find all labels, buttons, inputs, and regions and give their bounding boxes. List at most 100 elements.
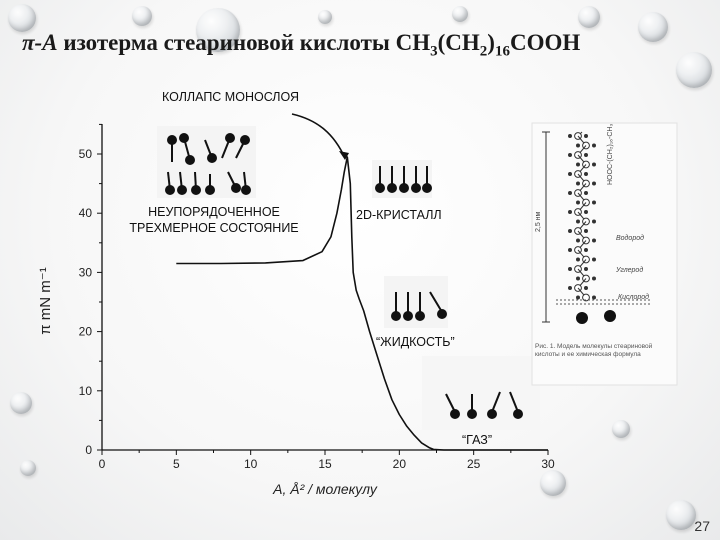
- hydrogen-atom: [584, 191, 588, 195]
- annotation-disordered: НЕУПОРЯДОЧЕННОЕ ТРЕХМЕРНОЕ СОСТОЯНИЕ: [114, 204, 314, 237]
- x-tick-label: 0: [99, 457, 106, 471]
- ref-label-carbon: Углерод: [615, 266, 643, 274]
- liquid-molecules-illustration: [384, 276, 448, 328]
- water-drop-decoration: [20, 460, 36, 476]
- water-drop-decoration: [452, 6, 468, 22]
- hydrogen-atom: [576, 200, 580, 205]
- annotation-collapse: КОЛЛАПС МОНОСЛОЯ: [162, 90, 299, 104]
- x-tick-label: 15: [318, 457, 332, 471]
- chart-decorations: [291, 113, 349, 160]
- water-drop-decoration: [676, 52, 712, 88]
- hydrogen-atom: [568, 267, 572, 271]
- y-tick-label: 50: [79, 147, 93, 161]
- hydrogen-atom: [568, 210, 572, 214]
- isotherm-series-line: [176, 156, 548, 451]
- annotation-liquid: “ЖИДКОСТЬ”: [376, 335, 455, 349]
- title-sub-2: 2: [479, 43, 488, 60]
- title-mid-1: (CH: [437, 30, 480, 55]
- hydrogen-atom: [584, 286, 588, 290]
- water-drop-decoration: [10, 392, 32, 414]
- title-suffix: COOH: [509, 30, 581, 55]
- x-tick-label: 20: [393, 457, 407, 471]
- hydrogen-atom: [568, 134, 572, 138]
- hydrogen-atom: [568, 229, 572, 233]
- hydrogen-atom: [584, 172, 588, 176]
- title-sub-3: 16: [494, 43, 510, 60]
- chart-axes: 0 5 10 15 20 25 30 0 10 20 30 40 50 A, Å² / молекулу π…: [37, 123, 555, 497]
- x-tick-label: 25: [467, 457, 481, 471]
- hydrogen-atom: [576, 295, 580, 300]
- water-drop-decoration: [196, 8, 240, 52]
- hydrogen-atom: [584, 229, 588, 233]
- hydrogen-atom: [592, 295, 596, 300]
- title-prefix: π-A: [22, 30, 58, 55]
- ref-figure-caption: Рис. 1. Модель молекулы стеариновой кисл…: [535, 343, 653, 359]
- hydrogen-atom: [584, 248, 588, 252]
- y-axis-label: π mN m⁻¹: [37, 267, 54, 334]
- hydrogen-atom: [592, 143, 596, 148]
- hydrogen-atom: [576, 162, 580, 167]
- x-tick-label: 10: [244, 457, 258, 471]
- collapse-arrow: [291, 113, 346, 159]
- ref-label-length: 2,5 нм: [535, 211, 542, 232]
- hydrogen-atom: [592, 162, 596, 167]
- title-mid-2: ): [487, 30, 495, 55]
- page-number: 27: [694, 518, 710, 534]
- annotation-disordered-line-2: ТРЕХМЕРНОЕ СОСТОЯНИЕ: [129, 221, 299, 236]
- title-main: изотерма стеариновой кислоты CH: [63, 30, 431, 55]
- annotation-disordered-line-1: НЕУПОРЯДОЧЕННОЕ: [148, 205, 280, 219]
- title-sub-1: 3: [430, 43, 438, 60]
- hydrogen-atom: [592, 276, 596, 281]
- water-drop-decoration: [540, 470, 566, 496]
- carbon-atom: [582, 293, 590, 302]
- y-tick-label: 40: [79, 206, 93, 220]
- hydrogen-atom: [584, 210, 588, 214]
- hydrogen-atom: [592, 200, 596, 205]
- hydrogen-atom: [592, 219, 596, 224]
- hydrogen-atom: [568, 172, 572, 176]
- y-tick-label: 0: [85, 443, 92, 457]
- y-tick-label: 30: [79, 265, 93, 279]
- y-tick-label: 10: [79, 384, 93, 398]
- slide-title: π-A изотерма стеариновой кислоты CH3(CH2…: [22, 30, 712, 61]
- hydrogen-atom: [568, 153, 572, 157]
- hydrogen-atom: [592, 238, 596, 243]
- water-drop-decoration: [318, 10, 332, 24]
- hydrogen-atom: [568, 286, 572, 290]
- water-drop-decoration: [612, 420, 630, 438]
- ref-label-oxygen: Кислород: [618, 293, 649, 301]
- disordered-molecules-illustration: [157, 126, 256, 198]
- hydrogen-atom: [576, 219, 580, 224]
- chart-series-layer: [176, 156, 549, 451]
- water-drop-decoration: [132, 6, 152, 26]
- hydrogen-atom: [584, 153, 588, 157]
- stearic-acid-model-figure: HOOC-(CH₂)₁₆-CH₃ 2,5 нм Водород Углерод …: [531, 122, 678, 386]
- x-axis-label: A, Å² / молекулу: [272, 481, 378, 497]
- water-drop-decoration: [666, 500, 696, 530]
- hydrogen-atom: [592, 257, 596, 262]
- hydrogen-atom: [576, 257, 580, 262]
- hydrogen-atom: [592, 181, 596, 186]
- hydrogen-atom: [584, 267, 588, 271]
- hydrogen-atom: [576, 238, 580, 243]
- water-drop-decoration: [8, 4, 36, 32]
- annotation-crystal: 2D-КРИСТАЛЛ: [356, 208, 442, 222]
- y-tick-label: 20: [79, 325, 93, 339]
- hydrogen-atom: [568, 248, 572, 252]
- collapse-arrow-head: [339, 151, 349, 160]
- hydrogen-atom: [576, 181, 580, 186]
- x-tick-label: 5: [173, 457, 180, 471]
- hydrogen-atom: [576, 143, 580, 148]
- annotation-gas: “ГАЗ”: [462, 433, 493, 447]
- water-drop-decoration: [578, 6, 600, 28]
- hydrogen-atom: [576, 276, 580, 281]
- x-tick-label: 30: [541, 457, 555, 471]
- crystal-molecules-illustration: [372, 160, 432, 198]
- hydrogen-atom: [584, 134, 588, 138]
- ref-label-formula: HOOC-(CH₂)₁₆-CH₃: [607, 124, 614, 185]
- hydrogen-atom: [568, 191, 572, 195]
- water-drop-decoration: [638, 12, 668, 42]
- gas-molecules-illustration: [422, 356, 540, 430]
